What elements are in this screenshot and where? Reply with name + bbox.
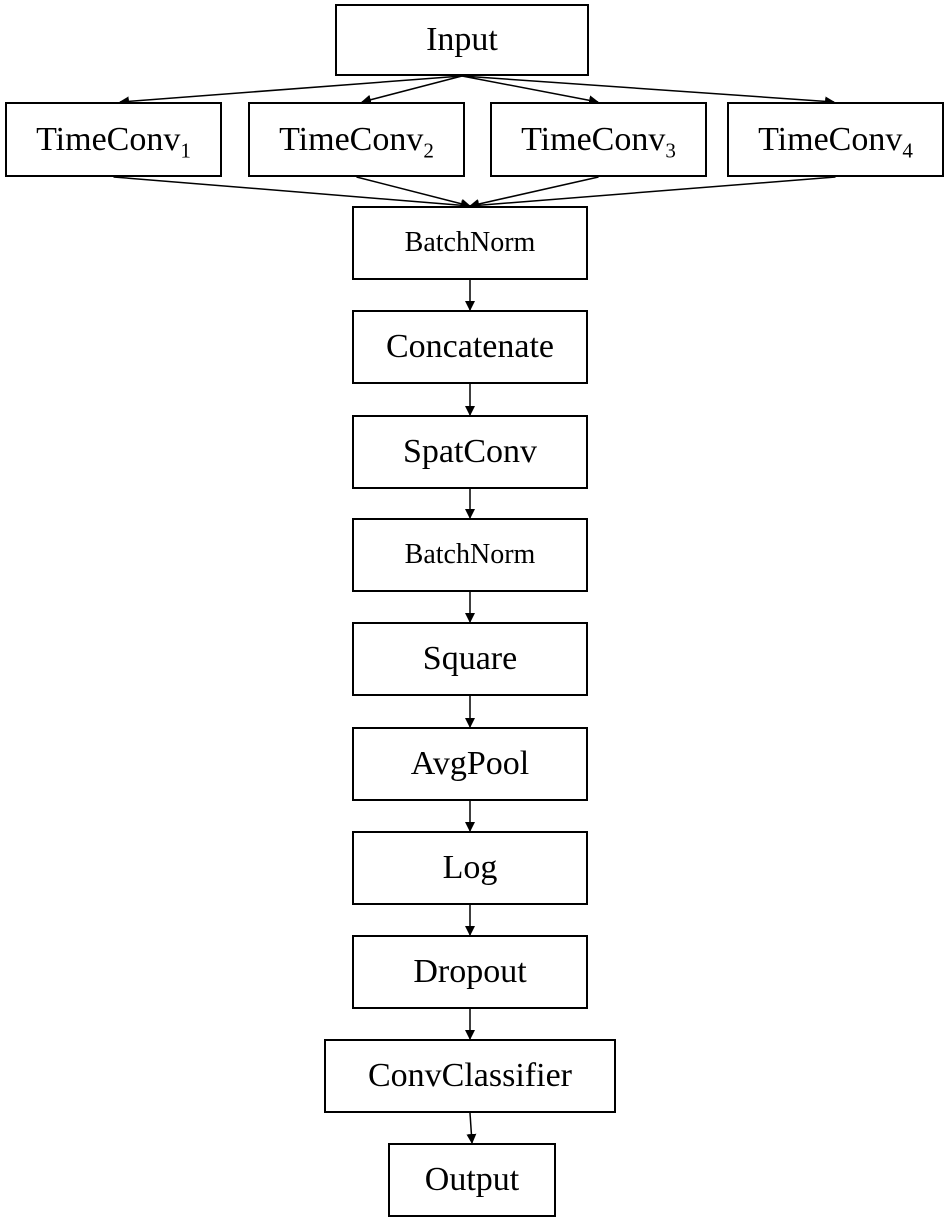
node-input-label: Input	[426, 21, 498, 58]
node-timeconv-1: TimeConv1	[5, 102, 222, 177]
node-convclassifier: ConvClassifier	[324, 1039, 616, 1113]
node-timeconv-2: TimeConv2	[248, 102, 465, 177]
edge-timeconv-1-to-batchnorm-1	[113, 176, 471, 211]
edge-input-to-timeconv-2	[361, 75, 463, 105]
node-avgpool: AvgPool	[352, 727, 588, 801]
node-timeconv-3: TimeConv3	[490, 102, 707, 177]
edge-input-to-timeconv-4	[461, 75, 835, 107]
node-timeconv-3-label: TimeConv3	[521, 120, 676, 162]
node-timeconv-4: TimeConv4	[727, 102, 944, 177]
node-batchnorm-1: BatchNorm	[352, 206, 588, 280]
node-output-label: Output	[424, 1161, 520, 1198]
node-spatconv: SpatConv	[352, 415, 588, 489]
node-timeconv-1-label: TimeConv1	[36, 120, 191, 162]
node-dropout: Dropout	[352, 935, 588, 1009]
node-convclassifier-label: ConvClassifier	[368, 1057, 572, 1094]
node-square: Square	[352, 622, 588, 696]
node-square-label: Square	[422, 640, 518, 677]
node-spatconv-label: SpatConv	[402, 433, 538, 470]
node-batchnorm-2-label: BatchNorm	[404, 539, 536, 570]
node-avgpool-label: AvgPool	[410, 745, 530, 782]
edge-convclassifier-to-output	[466, 1112, 477, 1144]
edge-input-to-timeconv-1	[119, 75, 463, 107]
edge-input-to-timeconv-3	[461, 75, 599, 106]
edge-timeconv-2-to-batchnorm-1	[356, 176, 471, 209]
node-concatenate: Concatenate	[352, 310, 588, 384]
node-log-label: Log	[442, 849, 498, 886]
edge-group	[113, 75, 836, 1144]
node-input: Input	[335, 4, 589, 76]
node-dropout-label: Dropout	[413, 953, 527, 990]
node-concatenate-label: Concatenate	[385, 328, 555, 365]
node-timeconv-4-label: TimeConv4	[758, 120, 913, 162]
edge-timeconv-4-to-batchnorm-1	[469, 176, 836, 211]
node-timeconv-2-label: TimeConv2	[279, 120, 434, 162]
node-batchnorm-2: BatchNorm	[352, 518, 588, 592]
edge-timeconv-3-to-batchnorm-1	[469, 176, 599, 209]
node-output: Output	[388, 1143, 556, 1217]
node-batchnorm-1-label: BatchNorm	[404, 227, 536, 258]
node-log: Log	[352, 831, 588, 905]
